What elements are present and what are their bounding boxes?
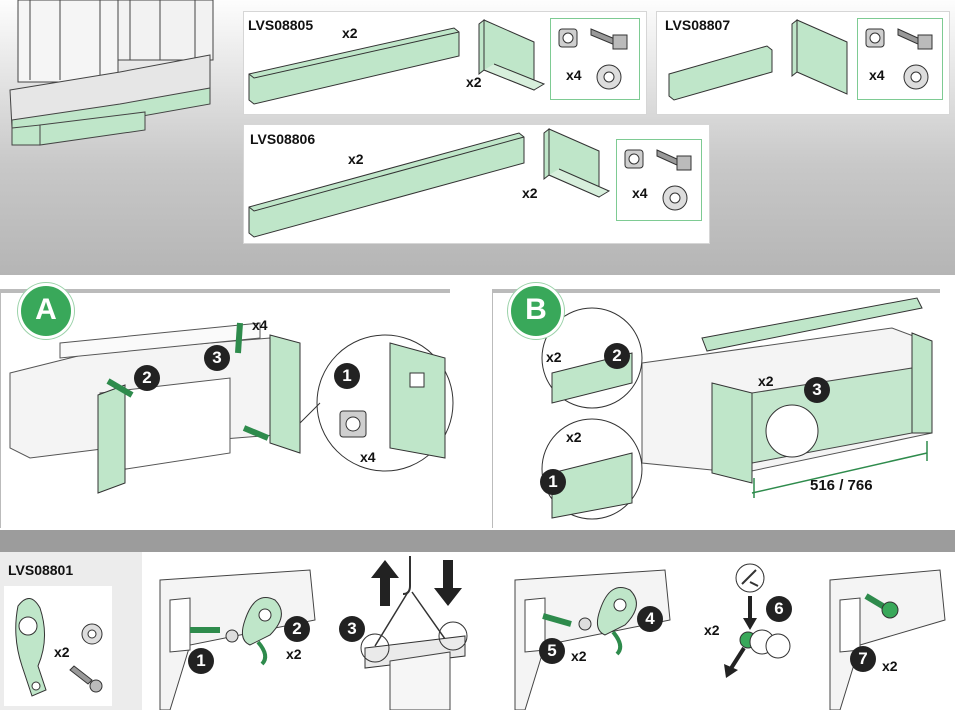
plinth-quantity: x2 xyxy=(342,25,358,41)
step-drawing xyxy=(829,569,946,710)
step-3-marker: 3 xyxy=(204,345,230,371)
step-drawing xyxy=(360,556,468,710)
step-6-quantity: x2 xyxy=(704,622,720,638)
kit-code: LVS08801 xyxy=(8,562,74,578)
bolt-icon xyxy=(656,149,692,171)
torque-icon xyxy=(735,563,765,593)
bracket-quantity: x2 xyxy=(522,185,538,201)
kit-card-lvs08806: LVS08806 x2 x2 x4 xyxy=(243,124,710,244)
procedure-a-badge: A xyxy=(18,283,74,339)
procedure-b-drawing xyxy=(492,289,940,528)
procedure-b-panel: B 1 2 3 x2 x2 x2 516 / 766 xyxy=(492,283,947,528)
plinth-quantity: x2 xyxy=(348,151,364,167)
step-2-marker: 2 xyxy=(284,616,310,642)
step-drawing xyxy=(724,563,791,678)
kit-code: LVS08805 xyxy=(248,17,314,33)
kit-code: LVS08807 xyxy=(665,17,731,33)
step-3-marker: 3 xyxy=(804,377,830,403)
dimension-label: 516 / 766 xyxy=(810,477,873,494)
hardware-box xyxy=(857,18,943,100)
kit-parts-area xyxy=(4,586,112,706)
lifting-step-6: 6 x2 xyxy=(700,560,815,710)
detail-quantity: x4 xyxy=(360,449,376,465)
cage-nut-icon xyxy=(624,149,644,169)
lifting-step-4-5: 4 5 x2 xyxy=(505,560,680,710)
nut-quantity: x2 xyxy=(566,429,582,445)
bracket-icon xyxy=(478,18,546,91)
lifting-ring-icon xyxy=(15,598,47,697)
bolt-icon xyxy=(590,28,628,50)
washer-nut-icon xyxy=(903,64,929,90)
hardware-quantity: x4 xyxy=(632,185,648,201)
hardware-box xyxy=(616,139,702,221)
lifting-step-1-2: 1 2 x2 xyxy=(150,560,325,710)
hardware-quantity: x4 xyxy=(869,67,885,83)
hardware-box xyxy=(550,18,640,100)
kit-quantity: x2 xyxy=(54,644,70,660)
step-drawing xyxy=(159,569,316,710)
washer-nut-icon xyxy=(662,185,688,211)
plinth-panel-icon xyxy=(248,27,460,105)
section-divider xyxy=(0,530,955,552)
step-7-marker: 7 xyxy=(850,646,876,672)
enclosure-illustration xyxy=(9,0,214,146)
lift-arrow-up-icon xyxy=(371,560,399,606)
kit-card-lvs08801: LVS08801 x2 xyxy=(0,552,142,710)
lift-arrow-down-icon xyxy=(434,560,462,606)
step-5-marker: 5 xyxy=(539,638,565,664)
step-drawing xyxy=(514,569,671,710)
kit-card-lvs08807: LVS08807 x4 xyxy=(656,11,950,115)
procedure-a-panel: A 1 2 3 x4 x4 xyxy=(0,283,460,528)
step-1-marker: 1 xyxy=(188,648,214,674)
step-1-marker: 1 xyxy=(334,363,360,389)
lifting-step-7: 7 x2 xyxy=(820,560,950,710)
kit-code: LVS08806 xyxy=(250,131,316,147)
lifting-section-background xyxy=(0,552,955,713)
procedure-b-badge: B xyxy=(508,283,564,339)
bolt-icon xyxy=(69,665,103,693)
step-5-quantity: x2 xyxy=(571,648,587,664)
hardware-quantity: x4 xyxy=(252,317,268,333)
step-2-quantity: x2 xyxy=(286,646,302,662)
step-4-marker: 4 xyxy=(637,606,663,632)
step-2-marker: 2 xyxy=(604,343,630,369)
step-7-quantity: x2 xyxy=(882,658,898,674)
step-6-marker: 6 xyxy=(766,596,792,622)
washer-nut-icon xyxy=(596,64,622,90)
hardware-quantity: x4 xyxy=(566,67,582,83)
brace-quantity: x2 xyxy=(758,373,774,389)
lifting-step-3: 3 xyxy=(335,556,485,710)
screw-quantity: x2 xyxy=(546,349,562,365)
step-1-marker: 1 xyxy=(540,469,566,495)
bracket-quantity: x2 xyxy=(466,74,482,90)
hook-icon xyxy=(402,556,411,595)
washer-nut-icon xyxy=(81,623,103,645)
cage-nut-icon xyxy=(865,28,885,48)
bracket-icon xyxy=(791,18,848,95)
plinth-panel-icon xyxy=(668,45,773,101)
kit-card-lvs08805: LVS08805 x2 x2 x4 xyxy=(243,11,647,115)
cage-nut-icon xyxy=(558,28,578,48)
bracket-icon xyxy=(543,127,611,198)
step-2-marker: 2 xyxy=(134,365,160,391)
bolt-icon xyxy=(897,28,933,50)
plinth-panel-icon xyxy=(248,132,525,238)
step-3-marker: 3 xyxy=(339,616,365,642)
